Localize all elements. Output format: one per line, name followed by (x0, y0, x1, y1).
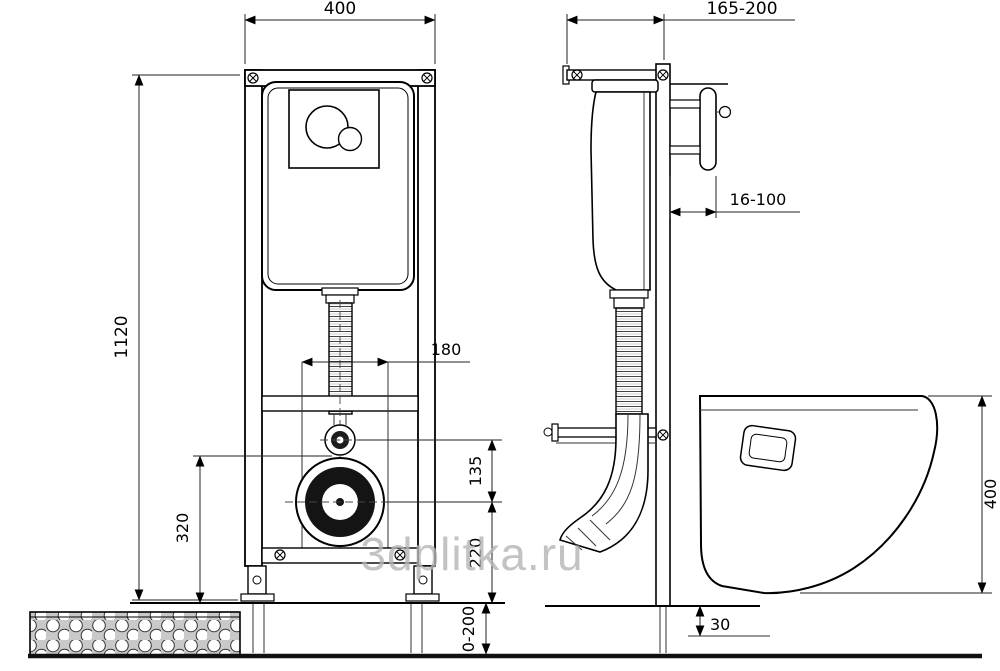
flush-actuator-side (669, 83, 732, 171)
dim-outlet-height: 220 (466, 538, 485, 569)
screw-icon (657, 69, 669, 81)
bolt-icon (274, 549, 286, 561)
dim-frame-width-group: 400 (244, 0, 436, 64)
inlet-port (320, 414, 360, 456)
front-view: 400 1120 180 135 220 320 (29, 0, 505, 657)
dim-fixing-spacing: 180 (431, 340, 462, 359)
bolt-icon (718, 105, 732, 119)
dim-frame-width: 400 (324, 0, 356, 19)
dim-floor-gap-group: 30 (695, 605, 730, 637)
screw-icon (247, 72, 259, 84)
flush-plate (288, 89, 380, 169)
flush-button-small (337, 126, 363, 152)
cross-member-lower (261, 547, 419, 564)
screw-icon (657, 429, 669, 441)
dim-installation-depth-group: 165-200 (566, 0, 795, 64)
dim-supply-height: 320 (173, 513, 192, 544)
dim-frame-height-group: 1120 (112, 74, 240, 601)
frame-rail-side (655, 63, 671, 653)
outlet-port (285, 457, 398, 547)
dim-outlet-height-group: 220 (466, 501, 497, 604)
side-view: 165-200 16-100 400 30 (543, 0, 1000, 653)
dim-inlet-outlet-offset-group: 135 (358, 439, 502, 503)
dim-floor-adjustment: 0-200 (459, 606, 478, 653)
dim-supply-height-group: 320 (173, 455, 332, 604)
watermark-text: 3dplitka.ru (360, 528, 583, 580)
dim-fixing-spacing-group: 180 (301, 340, 470, 367)
dim-bowl-length-group: 400 (800, 395, 1000, 594)
support-feet (240, 565, 440, 653)
dim-floor-gap: 30 (710, 615, 730, 634)
outlet-elbow (559, 413, 649, 553)
dim-inlet-outlet-offset: 135 (466, 456, 485, 487)
drain-grate (29, 611, 241, 657)
screw-icon (571, 69, 583, 81)
dim-actuator-range-group: 16-100 (669, 176, 800, 218)
mounting-frame (244, 69, 436, 567)
cistern-side (590, 79, 659, 291)
flush-pipe-side (609, 289, 649, 415)
dim-bowl-length: 400 (981, 479, 1000, 510)
screw-icon (421, 72, 433, 84)
mounting-recess (739, 424, 797, 472)
toilet-bowl (698, 395, 939, 595)
dim-installation-depth: 165-200 (706, 0, 777, 19)
dim-actuator-range: 16-100 (730, 190, 787, 209)
dim-frame-height: 1120 (112, 315, 132, 358)
dim-floor-adjustment-group: 0-200 (459, 602, 491, 655)
